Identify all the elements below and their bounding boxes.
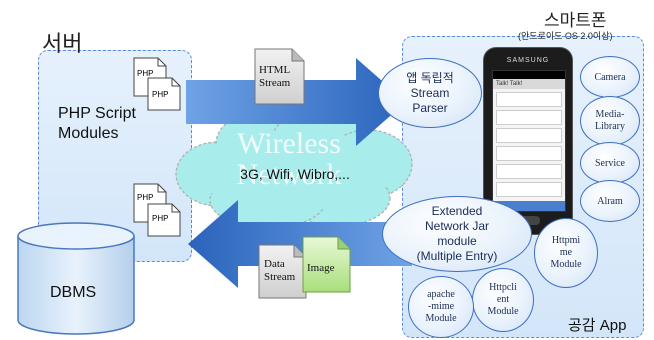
media-library-module: Media- Library — [580, 96, 640, 146]
alram-label: Alram — [597, 195, 623, 207]
dbms-cylinder — [17, 222, 135, 335]
php-script-modules-label: PHP Script Modules — [58, 105, 136, 142]
server-title: 서버 — [42, 31, 83, 56]
apache-mime-label: apache -mime Module — [425, 289, 457, 324]
php-docs-top — [133, 57, 181, 111]
smartphone-title: 스마트폰 — [544, 11, 607, 30]
phone-app-title: Talk! Talk! — [493, 79, 565, 89]
php-label: PHP — [152, 90, 169, 99]
httpclient-label: Httpcli ent Module — [487, 282, 519, 317]
php-label: PHP — [137, 69, 154, 78]
html-stream-doc — [254, 48, 305, 105]
php-label: PHP — [152, 214, 169, 223]
wireless-cloud — [175, 109, 413, 229]
httpmime-module: Httpmi me Module — [534, 218, 598, 288]
service-label: Service — [595, 157, 625, 169]
httpmime-label: Httpmi me Module — [550, 235, 582, 270]
stream-parser-label: 앱 독립적 Stream Parser — [406, 70, 454, 115]
media-library-label: Media- Library — [595, 109, 625, 132]
service-module: Service — [580, 142, 640, 184]
camera-module: Camera — [580, 56, 640, 98]
httpclient-module: Httpcli ent Module — [472, 268, 534, 332]
phone-screen: Talk! Talk! — [492, 70, 566, 212]
dbms-label: DBMS — [50, 284, 97, 301]
image-doc — [302, 236, 351, 293]
alram-module: Alram — [580, 180, 640, 222]
php-doc-icon — [147, 77, 181, 111]
network-jar-label: Extended Network Jar module (Multiple En… — [416, 204, 498, 263]
php-doc-icon — [147, 203, 181, 237]
php-docs-bottom — [133, 183, 181, 237]
wireless-network-title: Wireless Network — [236, 127, 342, 191]
network-jar-module: Extended Network Jar module (Multiple En… — [382, 196, 532, 272]
image-label: Image — [307, 262, 335, 274]
camera-label: Camera — [594, 71, 626, 83]
smartphone-subtitle: (안드로이드 OS 2.0이상) — [518, 31, 613, 41]
php-label: PHP — [137, 193, 154, 202]
data-stream-arrow — [188, 200, 412, 288]
network-protocols: 3G, Wifi, Wibro,... — [240, 166, 350, 182]
html-stream-label: HTML Stream — [259, 64, 291, 89]
app-label: 공감 App — [568, 317, 627, 334]
phone-brand: SAMSUNG — [506, 57, 550, 64]
stream-parser-module: 앱 독립적 Stream Parser — [378, 58, 482, 128]
apache-mime-module: apache -mime Module — [408, 276, 474, 338]
data-stream-label: Data Stream — [264, 258, 296, 283]
